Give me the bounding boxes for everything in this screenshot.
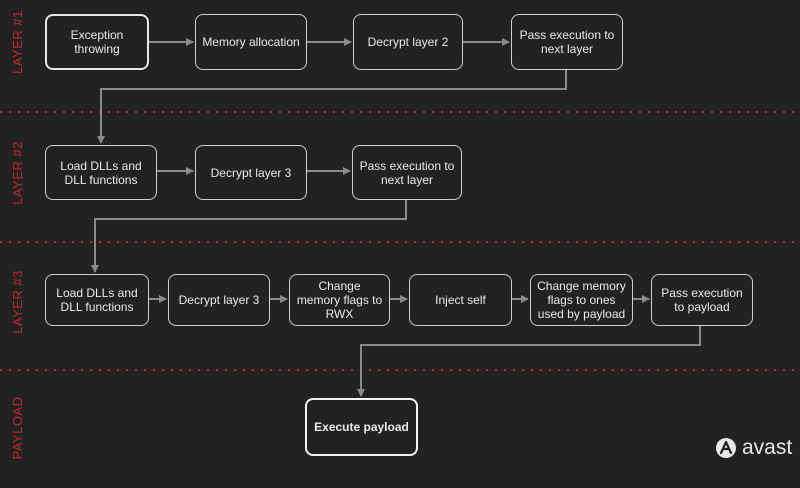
lane-label-layer-1: LAYER #1 <box>10 10 25 74</box>
step-load-dlls-l3: Load DLLs and DLL functions <box>45 274 149 326</box>
step-decrypt-layer-3-l2: Decrypt layer 3 <box>195 145 307 200</box>
step-decrypt-layer-3-l3: Decrypt layer 3 <box>168 274 270 326</box>
step-exception-throwing: Exception throwing <box>45 14 149 70</box>
avast-logo-icon <box>716 438 736 458</box>
step-decrypt-layer-2: Decrypt layer 2 <box>353 14 463 70</box>
brand-name: avast <box>742 436 793 459</box>
step-load-dlls-l2: Load DLLs and DLL functions <box>45 145 157 200</box>
step-pass-execution-l2: Pass execution to next layer <box>352 145 462 200</box>
flow-diagram <box>0 38 800 397</box>
arrow-l3-to-payload <box>357 326 701 397</box>
lane-label-payload: PAYLOAD <box>10 396 25 460</box>
arrow-l2-to-l3 <box>91 200 407 273</box>
lane-label-layer-3: LAYER #3 <box>10 270 25 334</box>
step-execute-payload: Execute payload <box>305 398 418 456</box>
step-change-flags-rwx: Change memory flags to RWX <box>289 274 390 326</box>
step-pass-execution-l1: Pass execution to next layer <box>511 14 623 70</box>
step-memory-allocation: Memory allocation <box>195 14 307 70</box>
step-change-flags-payload: Change memory flags to ones used by payl… <box>530 274 633 326</box>
step-pass-execution-payload: Pass execution to payload <box>651 274 753 326</box>
brand-logo: avast <box>714 436 792 460</box>
arrow-l1-to-l2 <box>97 70 567 144</box>
lane-label-layer-2: LAYER #2 <box>10 141 25 205</box>
step-inject-self: Inject self <box>409 274 512 326</box>
